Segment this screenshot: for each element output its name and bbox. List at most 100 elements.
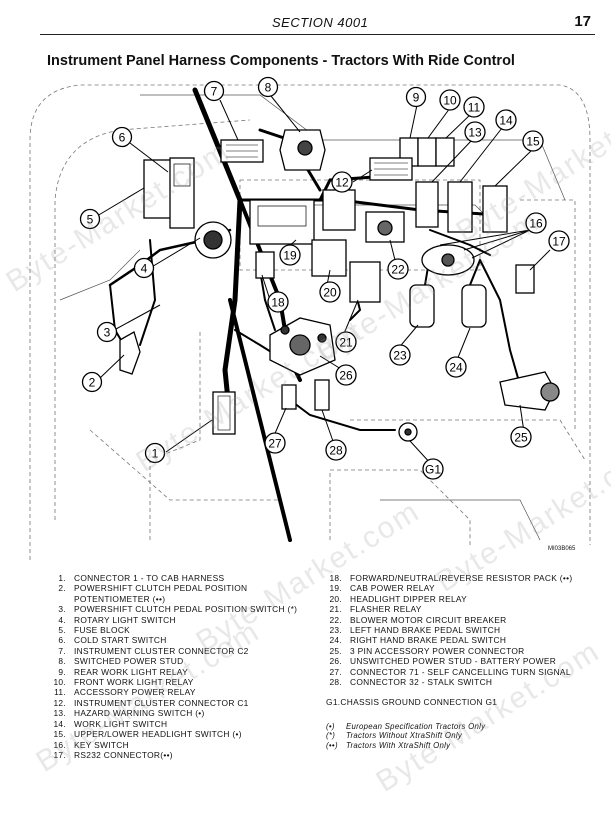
legend-number: 22. bbox=[329, 614, 342, 625]
callout-number: 9 bbox=[413, 91, 420, 105]
legend-text: WORK LIGHT SWITCH bbox=[74, 718, 168, 729]
callout-circle bbox=[389, 344, 411, 366]
legend-number: 9. bbox=[58, 666, 66, 677]
legend-text: INSTRUMENT CLUSTER CONNECTOR C1 bbox=[74, 697, 249, 708]
potentiometer-body bbox=[119, 331, 141, 375]
callout-number: 4 bbox=[141, 262, 148, 276]
legend-number: 15. bbox=[53, 729, 66, 740]
footnote-symbol: (•) bbox=[326, 721, 335, 731]
callout-circle bbox=[463, 96, 485, 118]
legend-item: 24.RIGHT HAND BRAKE PEDAL SWITCH bbox=[326, 635, 596, 645]
legend-text: FLASHER RELAY bbox=[350, 604, 422, 615]
callout-number: 25 bbox=[514, 431, 528, 445]
legend-item: 26.UNSWITCHED POWER STUD - BATTERY POWER bbox=[326, 656, 596, 666]
callout-12: 12 bbox=[331, 171, 353, 193]
callout-number: 2 bbox=[89, 376, 96, 390]
legend-number: 2. bbox=[58, 583, 66, 594]
legend-item: 28.CONNECTOR 32 - STALK SWITCH bbox=[326, 677, 596, 687]
legend-number: 25. bbox=[329, 645, 342, 656]
section-label: SECTION 4001 bbox=[272, 15, 369, 30]
callout-circle bbox=[387, 258, 409, 280]
legend-number: 21. bbox=[329, 604, 342, 615]
legend-item: 8.SWITCHED POWER STUD bbox=[50, 656, 315, 666]
figure-title: Instrument Panel Harness Components - Tr… bbox=[47, 53, 515, 69]
callout-number: 18 bbox=[271, 296, 285, 310]
callout-28: 28 bbox=[325, 439, 347, 461]
footnote-symbol: (*) bbox=[326, 731, 336, 741]
legend-text: HEADLIGHT DIPPER RELAY bbox=[350, 593, 468, 604]
callout-circle bbox=[445, 356, 467, 378]
legend-item: 25.3 PIN ACCESSORY POWER CONNECTOR bbox=[326, 646, 596, 656]
accessory-relay-body bbox=[435, 137, 455, 167]
legend-text-continued: POTENTIOMETER (••) bbox=[74, 593, 166, 604]
callout-number: 26 bbox=[339, 369, 353, 383]
legend-number: 12. bbox=[53, 697, 66, 708]
legend-item: 3. POWERSHIFT CLUTCH PEDAL POSITION SWITC… bbox=[50, 604, 315, 614]
callout-circle bbox=[405, 86, 427, 108]
callout-14: 14 bbox=[495, 109, 517, 131]
callout-5: 5 bbox=[79, 208, 101, 230]
background-structure bbox=[29, 84, 591, 560]
callout-circle bbox=[548, 230, 570, 252]
footnote-text: Tractors With XtraShift Only bbox=[346, 741, 451, 751]
legend-item: 2.POWERSHIFT CLUTCH PEDAL POSITION bbox=[50, 583, 315, 593]
legend-item: 18.FORWARD/NEUTRAL/REVERSE RESISTOR PACK… bbox=[326, 573, 596, 583]
front-relay-body bbox=[417, 137, 437, 167]
legend-text: SWITCHED POWER STUD bbox=[74, 656, 184, 667]
legend-text: COLD START SWITCH bbox=[74, 635, 167, 646]
legend-number: 3. bbox=[58, 604, 66, 615]
legend-item: 27.CONNECTOR 71 - SELF CANCELLING TURN S… bbox=[326, 667, 596, 677]
callout-4: 4 bbox=[133, 257, 155, 279]
work-light-switch-body bbox=[447, 181, 473, 233]
legend-item: 19.CAB POWER RELAY bbox=[326, 583, 596, 593]
callout-10: 10 bbox=[439, 89, 461, 111]
legend-text: FORWARD/NEUTRAL/REVERSE RESISTOR PACK (•… bbox=[350, 573, 573, 583]
legend-number: 11. bbox=[54, 687, 66, 698]
legend-number: 4. bbox=[58, 614, 66, 625]
callout-circle bbox=[96, 321, 118, 343]
callout-9: 9 bbox=[405, 86, 427, 108]
callout-number: 8 bbox=[265, 81, 272, 95]
page-header: SECTION 4001 17 bbox=[40, 12, 595, 35]
callout-circle bbox=[257, 76, 279, 98]
callout-19: 19 bbox=[279, 244, 301, 266]
legend-text: KEY SWITCH bbox=[74, 739, 129, 750]
legend-text: FRONT WORK LIGHT RELAY bbox=[74, 677, 194, 688]
callout-circle bbox=[319, 281, 341, 303]
legend-number: 20. bbox=[329, 593, 342, 604]
legend-text: FUSE BLOCK bbox=[74, 625, 131, 636]
legend-text: HAZARD WARNING SWITCH (•) bbox=[74, 708, 205, 719]
callout-circle bbox=[81, 371, 103, 393]
callout-number: 16 bbox=[529, 217, 543, 231]
callout-circle bbox=[335, 364, 357, 386]
callout-circle bbox=[331, 171, 353, 193]
legend-item: 10.FRONT WORK LIGHT RELAY bbox=[50, 677, 315, 687]
callout-circle bbox=[525, 212, 547, 234]
legend-item: 20. HEADLIGHT DIPPER RELAY bbox=[326, 594, 596, 604]
headlight-switch-body bbox=[482, 185, 508, 233]
footnote: (•)European Specification Tractors Only bbox=[326, 722, 596, 732]
legend-text: POWERSHIFT CLUTCH PEDAL POSITION SWITCH … bbox=[74, 604, 298, 615]
legend-number: 6. bbox=[58, 635, 66, 646]
callout-26: 26 bbox=[335, 364, 357, 386]
callout-circle bbox=[144, 442, 166, 464]
footnote: (*)Tractors Without XtraShift Only bbox=[326, 731, 596, 741]
callout-17: 17 bbox=[548, 230, 570, 252]
legend-text: UPPER/LOWER HEADLIGHT SWITCH (•) bbox=[74, 729, 242, 740]
callout-23: 23 bbox=[389, 344, 411, 366]
callout-circle bbox=[325, 439, 347, 461]
legend-text: ACCESSORY POWER RELAY bbox=[74, 687, 196, 698]
legend-item: 1.CONNECTOR 1 - TO CAB HARNESS bbox=[50, 573, 315, 583]
callout-number: 27 bbox=[268, 437, 282, 451]
legend-item: 11. ACCESSORY POWER RELAY bbox=[50, 687, 315, 697]
legend-item: 23.LEFT HAND BRAKE PEDAL SWITCH bbox=[326, 625, 596, 635]
callout-number: 17 bbox=[552, 235, 566, 249]
callout-number: 23 bbox=[393, 349, 407, 363]
flasher-relay-body bbox=[349, 261, 381, 303]
legend-number: 7. bbox=[58, 645, 66, 656]
callout-number: G1 bbox=[425, 463, 441, 477]
callout-number: 19 bbox=[283, 249, 297, 263]
callout-22: 22 bbox=[387, 258, 409, 280]
callout-circle bbox=[133, 257, 155, 279]
